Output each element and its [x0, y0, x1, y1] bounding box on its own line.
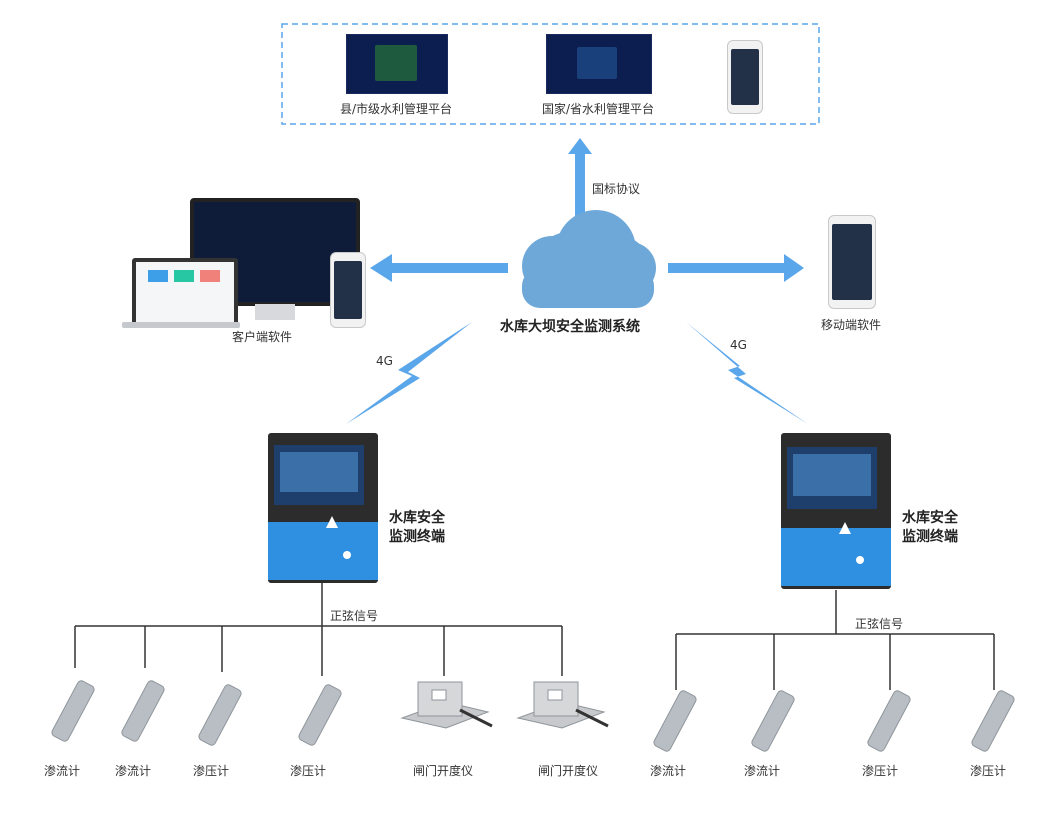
link-label-left: 4G [376, 354, 393, 368]
terminal-device-right [781, 433, 891, 589]
left-wiring [74, 582, 563, 676]
sensor-label: 渗流计 [43, 764, 81, 778]
sensor-label: 渗流计 [114, 764, 152, 778]
piezometer-icon [971, 690, 1015, 752]
terminal-left-line2: 监测终端 [389, 529, 445, 545]
sensor-label: 渗压计 [969, 764, 1007, 778]
terminal-left-line1: 水库安全 [389, 510, 445, 526]
terminal-device-left [268, 433, 378, 583]
link-label-right: 4G [730, 338, 747, 352]
client-software-label: 客户端软件 [231, 330, 293, 344]
sensor-label: 渗流计 [649, 764, 687, 778]
platform-phone [727, 40, 763, 114]
gate-meter-icon [400, 681, 493, 729]
up-arrow [568, 138, 592, 218]
sensor-label: 渗压计 [192, 764, 230, 778]
piezometer-icon [198, 684, 242, 746]
protocol-label: 国标协议 [592, 182, 641, 196]
sensor-label: 渗压计 [289, 764, 327, 778]
seepage-meter-icon [51, 680, 95, 742]
map-graphic [375, 45, 417, 81]
laptop-base [122, 322, 240, 328]
platform-group-box [281, 23, 820, 125]
left-sensors [51, 680, 342, 746]
sensor-label: 闸门开度仪 [537, 764, 599, 778]
piezometer-icon [298, 684, 342, 746]
gate-meter-icon [516, 681, 609, 729]
seepage-meter-icon [751, 690, 795, 752]
signal-label-right: 正弦信号 [855, 617, 904, 631]
signal-label-left: 正弦信号 [330, 609, 379, 623]
client-phone [330, 252, 366, 328]
right-sensors [653, 690, 1015, 752]
monitor-stand [255, 304, 295, 320]
terminal-right-line1: 水库安全 [902, 510, 958, 526]
sensor-label: 闸门开度仪 [412, 764, 474, 778]
national-dashboard-screen [546, 34, 652, 94]
system-title: 水库大坝安全监测系统 [500, 319, 640, 335]
cloud-icon [522, 210, 656, 308]
lightning-left [346, 322, 472, 424]
terminal-right-line2: 监测终端 [902, 529, 958, 545]
right-wiring [675, 590, 995, 690]
piezometer-icon [867, 690, 911, 752]
sensor-label: 渗流计 [743, 764, 781, 778]
national-platform-label: 国家/省水利管理平台 [541, 102, 655, 116]
right-arrow [668, 254, 804, 282]
county-platform-label: 县/市级水利管理平台 [339, 102, 453, 116]
mobile-phone [828, 215, 876, 309]
chart-graphic [577, 47, 617, 79]
seepage-meter-icon [121, 680, 165, 742]
mobile-software-label: 移动端软件 [820, 318, 882, 332]
sensor-label: 渗压计 [861, 764, 899, 778]
laptop-screen [132, 258, 238, 328]
seepage-meter-icon [653, 690, 697, 752]
left-arrow [370, 254, 508, 282]
lightning-right [686, 322, 808, 424]
county-dashboard-screen [346, 34, 448, 94]
